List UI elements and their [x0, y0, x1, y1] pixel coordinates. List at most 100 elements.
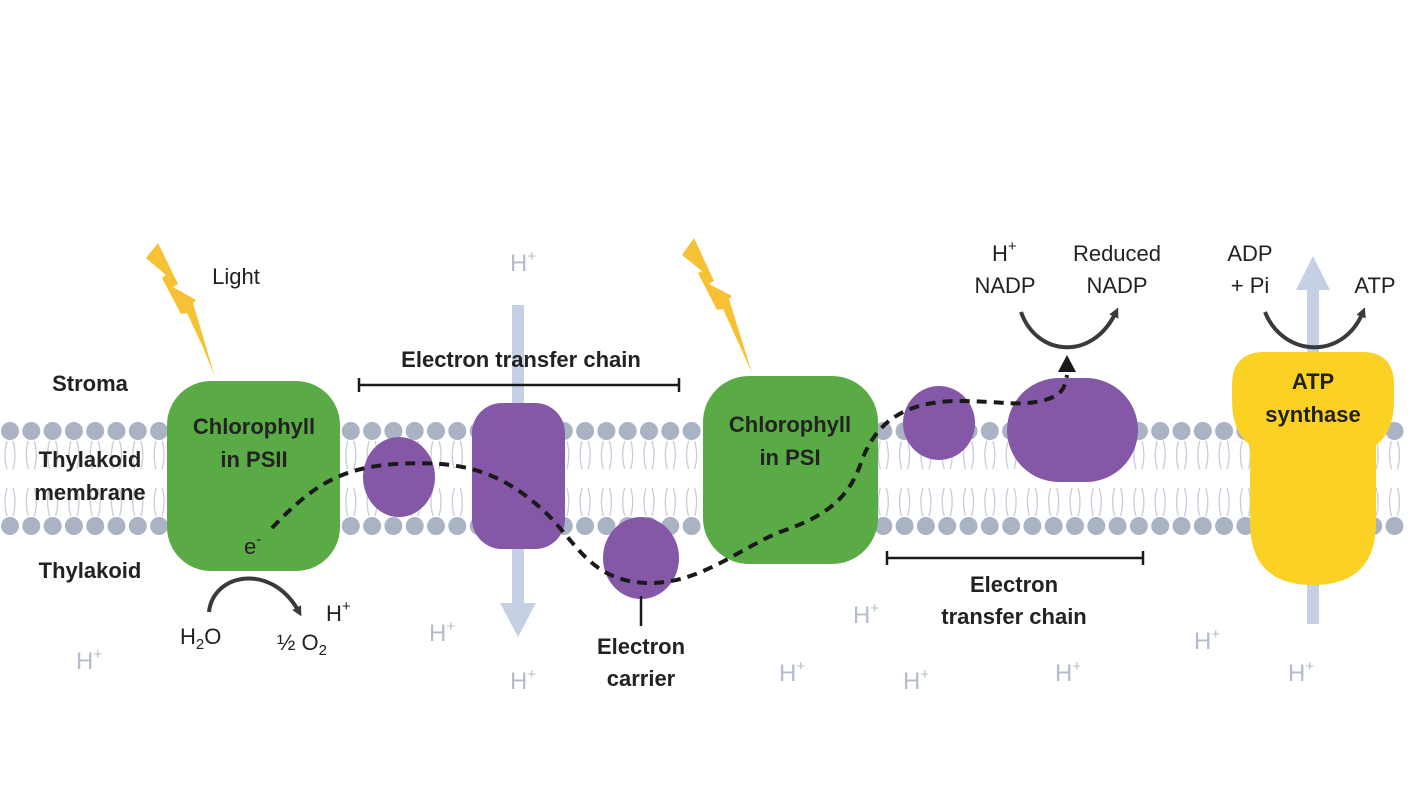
nadp-proton-label: H+	[992, 238, 1017, 266]
electron-label: e-	[244, 531, 261, 559]
adp-label-line1: ADP	[1227, 241, 1272, 266]
lipid-head	[597, 422, 616, 440]
lipid-head	[448, 517, 467, 535]
lipid-tail	[984, 440, 996, 470]
lipid-head	[22, 517, 41, 535]
ferredoxin-protein	[903, 386, 975, 460]
lipid-head	[22, 422, 41, 440]
lipid-head	[427, 517, 445, 535]
lipid-head	[384, 422, 403, 440]
lipid-tail	[962, 487, 975, 517]
lipid-head	[1172, 517, 1191, 535]
thylakoid-membrane-label-line1: Thylakoid	[39, 447, 142, 472]
lipid-tail	[664, 487, 676, 517]
lipid-tail	[1111, 487, 1124, 517]
lipid-tail	[1197, 440, 1209, 470]
lipid-tail	[153, 487, 165, 517]
nadp-label: NADP	[974, 273, 1035, 298]
lipid-head	[1002, 517, 1021, 535]
lipid-tail	[1197, 487, 1209, 517]
light-bolt-icon	[146, 243, 215, 377]
electron-carrier-label-line2: carrier	[607, 666, 676, 691]
reaction-arrow-icon	[1263, 307, 1366, 350]
chlorophyll-psi	[703, 376, 878, 564]
lipid-tail	[132, 440, 144, 470]
lipid-tail	[877, 440, 889, 470]
lipid-head	[1087, 517, 1106, 535]
lipid-head	[1044, 517, 1063, 535]
lipid-tail	[1239, 440, 1252, 470]
lipid-head	[874, 422, 893, 440]
lipid-head	[107, 422, 126, 440]
lipid-tail	[1175, 440, 1188, 470]
cytochrome-complex	[472, 403, 565, 549]
lipid-tail	[920, 487, 932, 517]
lipid-head	[874, 517, 893, 535]
lipid-tail	[1154, 440, 1166, 470]
released-proton-label: H+	[326, 598, 351, 626]
lipid-tail	[1090, 487, 1102, 517]
lipid-tail	[345, 487, 357, 517]
lipid-tail	[579, 487, 591, 517]
lipid-head	[1385, 422, 1404, 440]
lipid-tail	[1048, 487, 1060, 517]
lipid-head	[1151, 517, 1170, 535]
lipid-head	[1066, 517, 1084, 535]
lipid-head	[1172, 422, 1191, 440]
etc-bottom-label-line2: transfer chain	[941, 604, 1087, 629]
lipid-tail	[89, 440, 101, 470]
lipid-tail	[4, 440, 16, 470]
lipid-head	[1151, 422, 1170, 440]
lipid-tail	[1026, 487, 1039, 517]
thylakoid-membrane-label-line2: membrane	[34, 480, 145, 505]
etc-bottom-bracket	[885, 551, 1145, 565]
lipid-head	[980, 422, 999, 440]
lipid-head	[895, 517, 914, 535]
lipid-tail	[345, 440, 357, 470]
lipid-head	[64, 422, 83, 440]
light-bolt-icon	[682, 238, 752, 373]
lipid-head	[959, 517, 978, 535]
electron-carrier-label-line1: Electron	[597, 634, 685, 659]
lipid-head	[405, 517, 424, 535]
lipid-tail	[110, 487, 123, 517]
etc-top-bracket	[357, 378, 681, 392]
lipid-tail	[132, 487, 144, 517]
lipid-head	[682, 517, 701, 535]
reaction-arrow-icon	[1019, 307, 1119, 350]
lipid-head	[341, 517, 360, 535]
lipid-head	[363, 517, 382, 535]
lipid-tail	[68, 440, 80, 470]
lipid-tail	[110, 440, 123, 470]
proton-label: H+	[853, 600, 879, 629]
lipid-head	[597, 517, 616, 535]
proton-label: H+	[510, 666, 536, 695]
lipid-tail	[4, 487, 16, 517]
lipid-tail	[1218, 487, 1230, 517]
electron-carrier-protein	[603, 517, 679, 599]
lipid-head	[1215, 422, 1234, 440]
lipid-tail	[25, 440, 37, 470]
lipid-head	[640, 422, 658, 440]
electron-path-arrowhead	[1058, 355, 1076, 372]
lipid-head	[43, 422, 62, 440]
lipid-tail	[89, 487, 101, 517]
lipid-tail	[984, 487, 996, 517]
lipid-head	[618, 422, 637, 440]
lipid-head	[916, 517, 935, 535]
lipid-tail	[1388, 440, 1401, 470]
lipid-tail	[579, 440, 591, 470]
stroma-label: Stroma	[52, 371, 129, 396]
lipid-head	[1193, 422, 1212, 440]
lipid-tail	[451, 487, 463, 517]
proton-label: H+	[1288, 658, 1314, 687]
adp-label-line2: + Pi	[1231, 273, 1270, 298]
lipid-tail	[664, 440, 676, 470]
chlorophyll-psii	[167, 381, 340, 571]
lipid-tail	[685, 440, 698, 470]
proton-label: H+	[1055, 658, 1081, 687]
lipid-tail	[1154, 487, 1166, 517]
proton-label: H+	[903, 666, 929, 695]
proton-label: H+	[510, 248, 536, 277]
